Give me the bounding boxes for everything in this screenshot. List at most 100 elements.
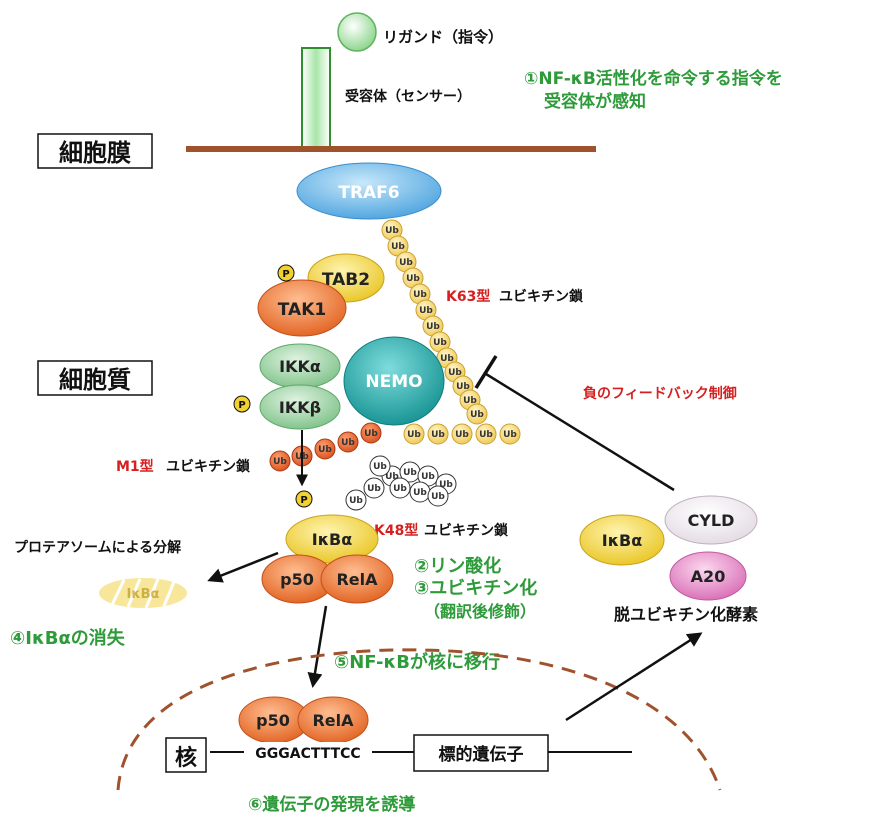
membrane-label-box bbox=[37, 133, 153, 169]
svg-text:Ub: Ub bbox=[393, 484, 407, 494]
nucleus-label: 核 bbox=[175, 745, 197, 771]
rela-label: RelA bbox=[336, 570, 378, 589]
step5-label: ⑤NF-κBが核に移行 bbox=[334, 651, 500, 673]
receptor-shape bbox=[301, 47, 331, 151]
ubiquitin-bead: Ub bbox=[403, 423, 425, 445]
rela-protein bbox=[320, 554, 394, 604]
svg-text:Ub: Ub bbox=[448, 368, 462, 378]
ubiquitin-bead: Ub bbox=[389, 477, 411, 499]
target-gene-label: 標的遺伝子 bbox=[439, 744, 524, 765]
membrane-label: 細胞膜 bbox=[59, 139, 131, 167]
svg-text:Ub: Ub bbox=[364, 429, 378, 439]
ikba-label: IκBα bbox=[312, 530, 353, 549]
svg-text:Ub: Ub bbox=[399, 258, 413, 268]
phospho-ikkb-icon bbox=[233, 395, 251, 413]
svg-text:Ub: Ub bbox=[373, 462, 387, 472]
ubiquitin-bead: Ub bbox=[269, 450, 291, 472]
cell-membrane bbox=[186, 146, 596, 152]
p50-nuclear-label: p50 bbox=[256, 711, 290, 730]
svg-text:Ub: Ub bbox=[273, 457, 287, 467]
m1-label-black: ユビキチン鎖 bbox=[166, 458, 251, 475]
ikkb-label: IKKβ bbox=[279, 398, 321, 417]
dna-seq-bg bbox=[244, 742, 372, 762]
phospho-ikba-label: P bbox=[300, 495, 307, 506]
svg-text:Ub: Ub bbox=[318, 445, 332, 455]
m1-label-red: M1型 bbox=[116, 458, 154, 475]
ubiquitin-bead: Ub bbox=[427, 485, 449, 507]
svg-text:Ub: Ub bbox=[421, 472, 435, 482]
inhibition-line bbox=[485, 372, 675, 492]
degradation-arrow bbox=[207, 551, 279, 583]
neg-feedback-label: 負のフィードバック制御 bbox=[583, 385, 737, 402]
k48-label-black: ユビキチン鎖 bbox=[424, 522, 509, 539]
svg-text:Ub: Ub bbox=[455, 430, 469, 440]
ligand-label: リガンド（指令） bbox=[383, 28, 503, 46]
svg-text:Ub: Ub bbox=[431, 430, 445, 440]
svg-text:Ub: Ub bbox=[426, 322, 440, 332]
ubiquitin-bead: Ub bbox=[499, 423, 521, 445]
ubiquitin-bead: Ub bbox=[427, 423, 449, 445]
svg-text:Ub: Ub bbox=[470, 410, 484, 420]
ubiquitin-bead: Ub bbox=[409, 481, 431, 503]
step3-label: ③ユビキチン化 bbox=[414, 577, 537, 599]
phospho-tak1-icon bbox=[277, 264, 295, 282]
svg-text:Ub: Ub bbox=[391, 242, 405, 252]
rela-nuclear-label: RelA bbox=[312, 711, 354, 730]
traf6-protein bbox=[296, 162, 442, 220]
svg-text:Ub: Ub bbox=[439, 480, 453, 490]
traf6-label: TRAF6 bbox=[338, 183, 399, 203]
ubiquitin-bead: Ub bbox=[314, 438, 336, 460]
phospho-ikkb-label: P bbox=[238, 400, 245, 411]
svg-text:Ub: Ub bbox=[419, 306, 433, 316]
cyld-protein bbox=[664, 495, 758, 545]
degraded-ikba-label: IκBα bbox=[127, 587, 160, 602]
svg-text:Ub: Ub bbox=[403, 468, 417, 478]
cytoplasm-label: 細胞質 bbox=[59, 366, 131, 394]
svg-text:Ub: Ub bbox=[479, 430, 493, 440]
a20-label: A20 bbox=[691, 567, 726, 586]
inhibition-bar bbox=[474, 355, 498, 389]
phospho-ikba-icon bbox=[295, 490, 313, 508]
nucleus-label-box bbox=[165, 737, 207, 773]
target-gene-box bbox=[413, 734, 549, 772]
ubiquitin-bead: Ub bbox=[369, 455, 391, 477]
ubiquitin-bead: Ub bbox=[466, 403, 488, 425]
svg-text:Ub: Ub bbox=[433, 338, 447, 348]
svg-text:Ub: Ub bbox=[440, 354, 454, 364]
svg-text:Ub: Ub bbox=[367, 484, 381, 494]
a20-protein bbox=[669, 551, 747, 601]
cyld-label: CYLD bbox=[688, 511, 735, 530]
ikba-feedback-protein bbox=[579, 514, 665, 566]
svg-text:Ub: Ub bbox=[463, 396, 477, 406]
step4-label: ④IκBαの消失 bbox=[10, 627, 126, 649]
k63-label-black: ユビキチン鎖 bbox=[499, 288, 584, 305]
phospho-tak1-label: P bbox=[282, 269, 289, 280]
ikba-feedback-label: IκBα bbox=[602, 531, 643, 550]
p50-label: p50 bbox=[280, 570, 314, 589]
svg-text:Ub: Ub bbox=[385, 472, 399, 482]
ubiquitin-bead: Ub bbox=[345, 489, 367, 511]
svg-text:Ub: Ub bbox=[349, 496, 363, 506]
ikkb-protein bbox=[259, 384, 341, 430]
step6-label: ⑥遺伝子の発現を誘導 bbox=[248, 794, 415, 815]
ubiquitin-bead: Ub bbox=[417, 465, 439, 487]
cytoplasm-label-box bbox=[37, 360, 153, 396]
ubiquitin-bead: Ub bbox=[363, 477, 385, 499]
deubiquitinase-label: 脱ユビキチン化酵素 bbox=[614, 605, 758, 624]
svg-text:Ub: Ub bbox=[413, 488, 427, 498]
ubiquitin-bead: Ub bbox=[451, 423, 473, 445]
receptor-label: 受容体（センサー） bbox=[345, 88, 471, 105]
ubiquitin-bead: Ub bbox=[399, 461, 421, 483]
nemo-protein bbox=[343, 336, 445, 426]
ubiquitin-bead: Ub bbox=[337, 431, 359, 453]
tak1-protein bbox=[257, 279, 347, 337]
tak1-label: TAK1 bbox=[278, 300, 326, 320]
nuclear-translocation-arrow bbox=[307, 605, 328, 688]
ptm-label: （翻訳後修飾） bbox=[424, 602, 536, 621]
step1-line1: ①NF-κB活性化を命令する指令を bbox=[524, 68, 783, 89]
svg-text:Ub: Ub bbox=[431, 492, 445, 502]
